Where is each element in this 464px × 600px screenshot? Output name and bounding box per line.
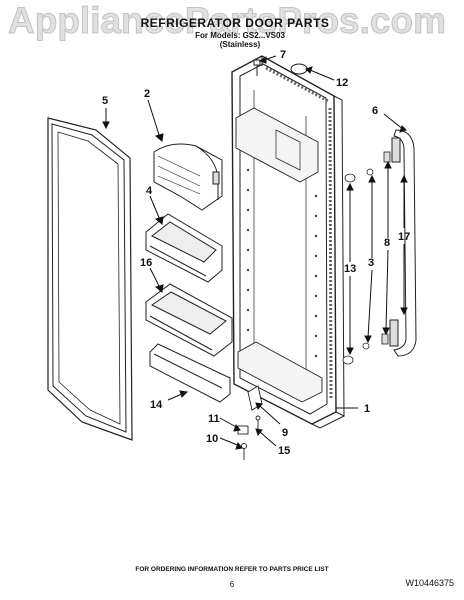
callout-4: 4 [146,185,153,197]
ordering-note: FOR ORDERING INFORMATION REFER TO PARTS … [135,566,329,573]
callout-15: 15 [278,445,290,457]
hole-plugs [342,173,356,365]
callout-16: 16 [140,257,152,269]
callout-labels: 5 2 4 16 14 7 12 6 13 3 8 17 1 9 11 15 1… [102,49,410,457]
callout-17: 17 [398,231,410,243]
watermark: AppliancePartsPros.com [8,0,447,42]
document-number: W10446375 [405,578,454,588]
callout-13: 13 [344,263,356,275]
screw-top [253,59,261,76]
leader-lines [102,55,408,450]
callout-2: 2 [144,88,150,100]
bottom-hinge-parts [237,415,261,460]
refrigerator-door [231,55,345,429]
callout-10: 10 [206,433,218,445]
dairy-door [153,143,223,211]
callout-11: 11 [208,413,220,425]
page-title: REFRIGERATOR DOOR PARTS [140,16,330,30]
page-number: 6 [229,580,235,589]
handle-screws [362,168,374,350]
callout-3: 3 [368,257,374,269]
door-bin-large [145,283,233,357]
callout-6: 6 [372,105,378,117]
callout-1: 1 [364,403,370,415]
callout-9: 9 [282,427,288,439]
callout-5: 5 [102,95,108,107]
callout-14: 14 [150,399,163,411]
callout-7: 7 [280,49,286,61]
callout-8: 8 [384,237,390,249]
lower-door-bin [149,343,231,403]
handle-mounts [381,151,391,345]
door-bin-small [145,213,223,283]
door-gasket [47,117,133,441]
hinge-cap [290,63,308,75]
door-handle [389,129,417,357]
finish-line: (Stainless) [219,40,261,49]
model-line: For Models: GS2...VS03 [195,31,285,40]
callout-12: 12 [336,77,348,89]
model-subtitle: For Models: GS2...VS03 (Stainless) [140,31,340,49]
